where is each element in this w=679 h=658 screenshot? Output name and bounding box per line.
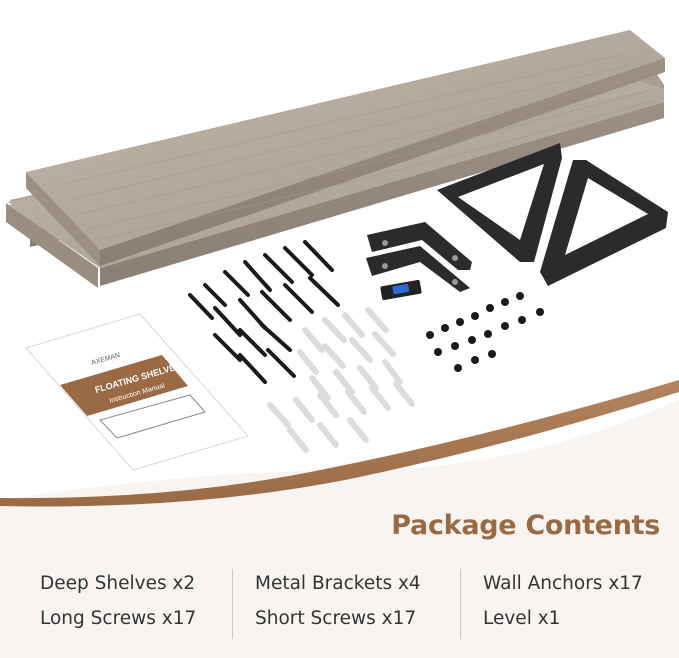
short-screws [426,292,544,372]
item-metal-brackets: Metal Brackets x4 [255,573,421,594]
item-wall-anchors: Wall Anchors x17 [483,573,643,594]
bubble-level [380,279,422,301]
item-level: Level x1 [483,608,561,629]
metal-brackets [366,143,668,292]
instruction-manual: AXEMAN FLOATING SHELVES Instruction Manu… [25,313,249,471]
long-screws [188,240,340,384]
wood-shelves [6,30,665,288]
item-short-screws: Short Screws x17 [255,608,417,629]
column-divider [232,569,233,639]
item-deep-shelves: Deep Shelves x2 [40,573,196,594]
contents-list: Deep Shelves x2 Metal Brackets x4 Wall A… [0,563,679,643]
column-divider [460,569,461,639]
package-contents-heading: Package Contents [391,510,660,541]
wall-anchors [267,307,415,453]
item-long-screws: Long Screws x17 [40,608,197,629]
cream-background [0,400,679,658]
